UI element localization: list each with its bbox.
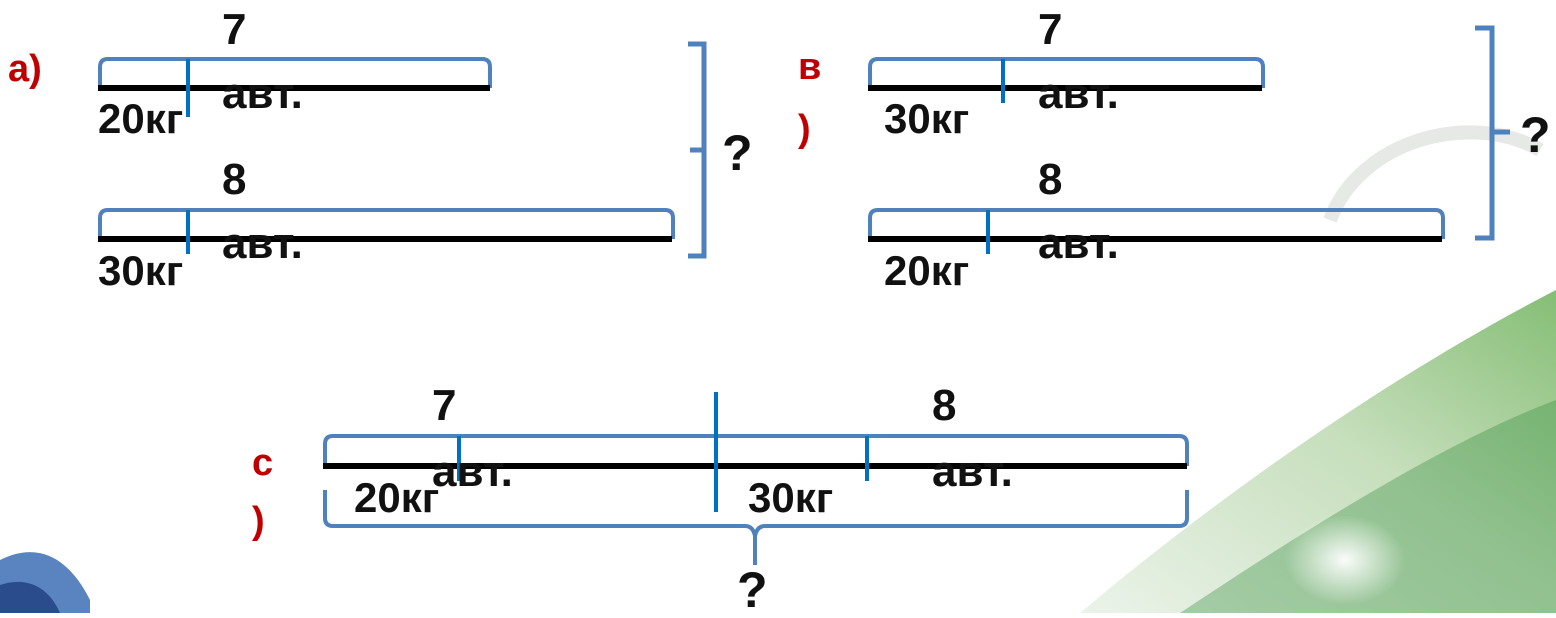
part-a-top-count: 7 [222,5,247,54]
part-b-label-letter: в [798,46,822,88]
part-a-top-unit: авт. [222,69,303,118]
part-c-label-letter: с [252,442,274,484]
part-a-question-mark: ? [722,125,753,181]
part-b-diagram [868,25,1510,254]
part-c-top-bracket [323,434,1189,466]
part-a-diagram [98,41,707,259]
part-c-diagram [323,392,1189,565]
part-a-bottom-unit: авт. [222,219,303,268]
part-b-label-paren: ) [798,108,811,150]
part-b-top-weight: 30кг [884,95,970,142]
part-c-question-mark: ? [737,562,768,618]
part-c-left-weight: 20кг [354,474,440,521]
part-b-question-mark: ? [1520,107,1551,163]
part-a-bottom-bracket [98,208,675,239]
part-b-bottom-weight: 20кг [884,247,970,294]
part-c-label-paren: ) [252,500,265,542]
part-a-top-weight: 20кг [98,95,184,142]
part-b-top-bracket [868,57,1265,88]
part-c-right-unit: авт. [932,447,1013,496]
part-a-bottom-count: 8 [222,155,247,204]
part-c-left-unit: авт. [432,447,513,496]
part-a-bottom-weight: 30кг [98,247,184,294]
part-b-right-brace [1475,25,1510,241]
part-b-bottom-unit: авт. [1038,219,1119,268]
part-a-right-brace [688,41,707,259]
part-a-label: а) [8,48,42,90]
part-c-right-weight: 30кг [748,474,834,521]
part-b-bottom-bracket [868,208,1445,239]
part-b-top-unit: авт. [1038,69,1119,118]
part-c-bottom-brace [323,490,1189,565]
part-a-top-bracket [98,57,492,88]
part-c-left-count: 7 [432,381,457,430]
part-b-bottom-count: 8 [1038,155,1063,204]
part-c-right-count: 8 [932,381,957,430]
part-b-top-count: 7 [1038,5,1063,54]
